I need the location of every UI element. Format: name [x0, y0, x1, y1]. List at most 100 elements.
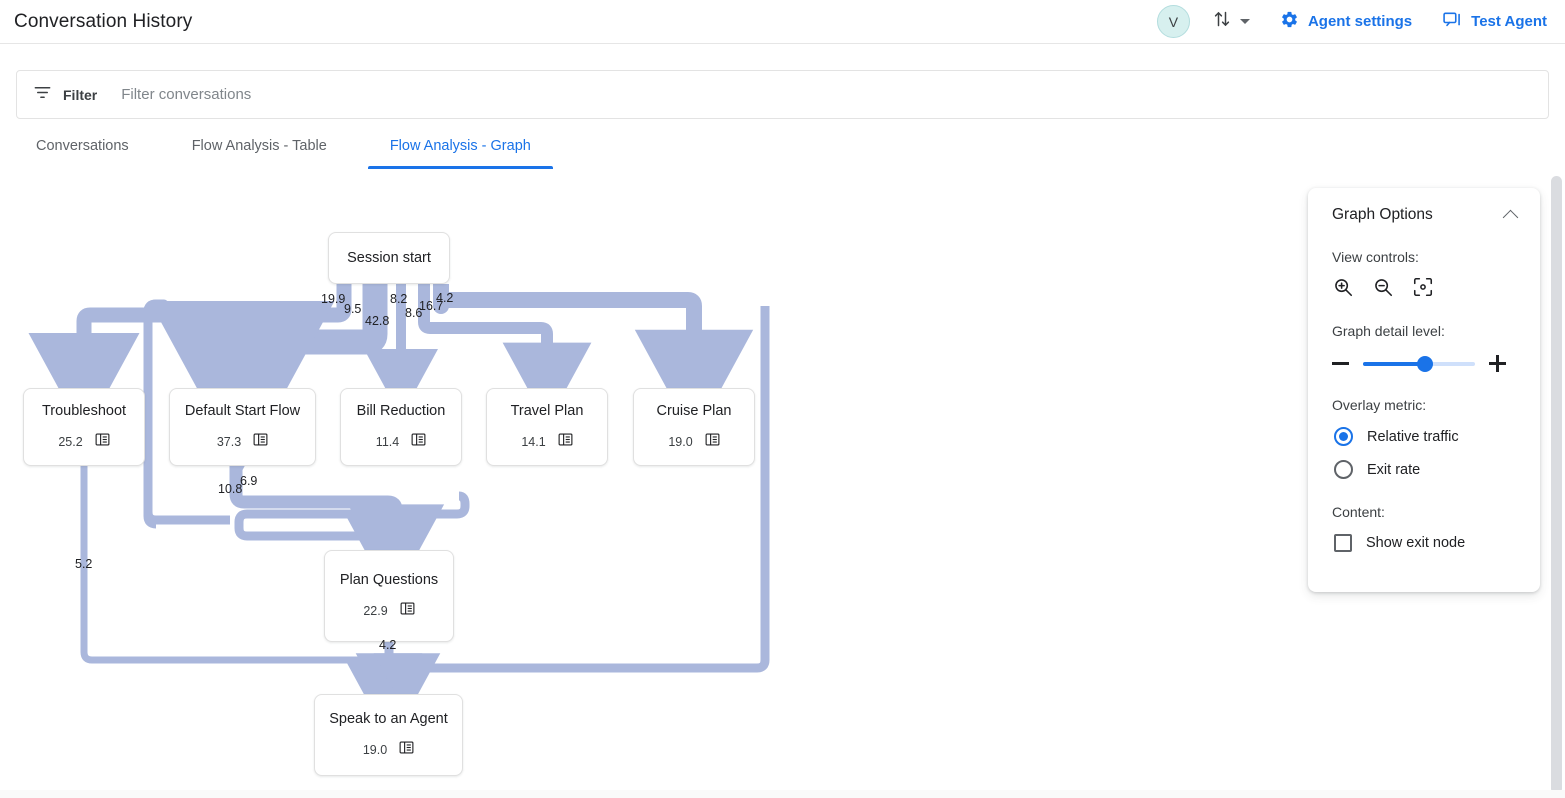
edge-label-4-2-bottom: 4.2 [379, 638, 397, 652]
node-title: Travel Plan [510, 402, 584, 419]
vertical-scrollbar[interactable] [1551, 176, 1562, 794]
tab-conversations[interactable]: Conversations [36, 138, 129, 154]
checkbox-show-exit-node[interactable]: Show exit node [1334, 534, 1516, 552]
filter-input[interactable] [119, 85, 620, 104]
node-meta: 11.4 [376, 432, 426, 452]
tab-flow-analysis-graph[interactable]: Flow Analysis - Graph [367, 133, 553, 169]
agent-settings-button[interactable]: Agent settings [1280, 10, 1412, 33]
edge-label-8-6: 8.6 [405, 306, 423, 320]
page-title: Conversation History [14, 10, 193, 32]
radio-label: Relative traffic [1367, 428, 1459, 445]
flow-graph-edges [28, 284, 770, 715]
edge-label-16-7: 16.7 [419, 299, 444, 313]
radio-relative-traffic[interactable]: Relative traffic [1334, 427, 1516, 446]
node-meta: 22.9 [363, 601, 415, 621]
filter-bar: Filter [16, 70, 1549, 119]
gear-icon [1280, 10, 1299, 33]
node-meta: 37.3 [217, 432, 268, 452]
graph-options-panel: Graph Options View controls: [1308, 188, 1540, 592]
node-value: 25.2 [58, 434, 83, 449]
minus-icon[interactable] [1332, 362, 1349, 365]
edge-label-42-8: 42.8 [365, 314, 390, 328]
node-value: 37.3 [216, 434, 242, 449]
filter-icon[interactable] [33, 83, 52, 107]
sort-arrows-icon [1212, 9, 1232, 34]
graph-node-cruise-plan[interactable]: Cruise Plan 19.0 [633, 388, 755, 466]
avatar[interactable]: V [1156, 5, 1190, 38]
list-table-icon[interactable] [399, 740, 414, 760]
edge-label-19-9: 19.9 [321, 292, 346, 306]
test-agent-label: Test Agent [1471, 13, 1547, 30]
node-title: Plan Questions [339, 571, 439, 588]
view-controls-label: View controls: [1332, 249, 1419, 265]
graph-node-speak-to-an-agent[interactable]: Speak to an Agent 19.0 [314, 694, 463, 776]
edge-label-5-2: 5.2 [75, 557, 93, 571]
sort-dropdown[interactable] [1212, 9, 1250, 34]
checkbox-label: Show exit node [1366, 535, 1466, 551]
node-meta: 19.0 [363, 740, 414, 760]
list-table-icon[interactable] [411, 432, 426, 452]
graph-detail-slider-row [1332, 355, 1516, 372]
list-table-icon[interactable] [253, 432, 268, 452]
graph-node-troubleshoot[interactable]: Troubleshoot 25.2 [23, 388, 145, 466]
header-actions: V Agent settings [1156, 0, 1565, 43]
graph-node-travel-plan[interactable]: Travel Plan 14.1 [486, 388, 608, 466]
test-agent-button[interactable]: Test Agent [1442, 10, 1547, 34]
flow-graph-canvas[interactable]: Session start Troubleshoot 25.2 Default … [0, 176, 1549, 790]
slider-thumb[interactable] [1416, 355, 1433, 372]
edge-label-8-2: 8.2 [390, 292, 408, 306]
graph-node-default-start-flow[interactable]: Default Start Flow 37.3 [169, 388, 316, 466]
node-title: Session start [347, 250, 431, 266]
radio-icon[interactable] [1334, 460, 1353, 479]
tab-flow-analysis-table[interactable]: Flow Analysis - Table [191, 138, 327, 154]
chat-bubble-icon [1442, 10, 1462, 34]
node-title: Speak to an Agent [329, 710, 448, 727]
graph-detail-slider[interactable] [1363, 355, 1475, 372]
graph-node-session-start[interactable]: Session start [328, 232, 450, 284]
radio-label: Exit rate [1367, 461, 1421, 478]
app-header: Conversation History V Age [0, 0, 1565, 44]
filter-label: Filter [63, 86, 98, 103]
node-title: Troubleshoot [41, 402, 127, 419]
edge-label-9-5: 9.5 [344, 302, 362, 316]
radio-exit-rate[interactable]: Exit rate [1334, 460, 1516, 479]
avatar-initial: V [1168, 13, 1179, 30]
graph-node-bill-reduction[interactable]: Bill Reduction 11.4 [340, 388, 462, 466]
content-label: Content: [1332, 504, 1385, 520]
node-title: Cruise Plan [656, 402, 732, 419]
list-table-icon[interactable] [400, 601, 415, 621]
node-value: 19.0 [362, 742, 388, 757]
radio-icon[interactable] [1334, 427, 1353, 446]
bottom-strip [0, 790, 1565, 798]
graph-node-plan-questions[interactable]: Plan Questions 22.9 [324, 550, 454, 642]
graph-detail-level-label: Graph detail level: [1332, 323, 1445, 339]
edge-label-6-9: 6.9 [240, 474, 258, 488]
overlay-metric-label: Overlay metric: [1332, 397, 1427, 413]
chevron-down-icon [1239, 19, 1250, 24]
graph-options-title: Graph Options [1332, 206, 1433, 223]
plus-icon[interactable] [1489, 355, 1506, 372]
node-value: 22.9 [363, 603, 388, 618]
node-title: Bill Reduction [356, 402, 446, 419]
fit-to-screen-icon[interactable] [1412, 276, 1434, 298]
zoom-in-icon[interactable] [1332, 276, 1354, 298]
checkbox-icon[interactable] [1334, 534, 1352, 552]
node-value: 11.4 [375, 434, 400, 449]
edge-label-4-2-top: 4.2 [436, 291, 454, 305]
node-value: 19.0 [668, 434, 693, 449]
chevron-up-icon[interactable] [1502, 209, 1519, 225]
node-title: Default Start Flow [184, 402, 301, 419]
node-meta: 25.2 [58, 432, 110, 452]
list-table-icon[interactable] [705, 432, 720, 452]
list-table-icon[interactable] [95, 432, 110, 452]
agent-settings-label: Agent settings [1307, 13, 1413, 30]
tab-bar: Conversations Flow Analysis - Table Flow… [0, 133, 1549, 177]
node-value: 14.1 [521, 434, 546, 449]
node-meta: 14.1 [521, 432, 573, 452]
view-controls [1332, 276, 1516, 298]
edge-label-10-8: 10.8 [218, 482, 243, 496]
zoom-out-icon[interactable] [1372, 276, 1394, 298]
list-table-icon[interactable] [558, 432, 573, 452]
node-meta: 19.0 [668, 432, 720, 452]
graph-options-header: Graph Options [1332, 206, 1519, 225]
